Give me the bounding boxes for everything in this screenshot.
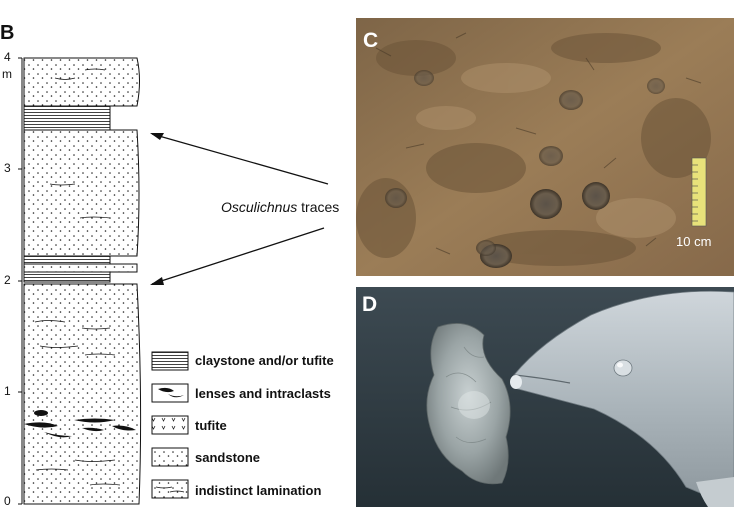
legend-swatch-claystone [151,351,189,371]
tick-label-2: 2 [4,273,11,287]
panel-label-c: C [363,29,379,52]
tick-label-1: 1 [4,384,11,398]
scale-bar [691,157,707,227]
claystone-bed-upper [23,105,111,131]
legend-label-lamination: indistinct lamination [195,483,322,498]
traces-annotation: Osculichnus traces [221,199,339,215]
stratigraphic-column [18,57,329,505]
sandstone-bed-middle [23,129,140,257]
panel-label-d: D [362,293,378,316]
arrow-to-upper-bed [151,133,329,185]
legend-label-sandstone: sandstone [195,450,261,465]
legend-label-tufite: tufite [195,418,227,433]
lamination-marks [34,320,121,486]
panel-label-b: B [0,22,15,44]
sandstone-bed-thin [23,263,138,273]
photo-panel-c: C 10 cm [356,18,734,276]
lamination-marks [49,183,111,219]
axis-unit: m [2,67,12,81]
arrow-to-lower-bed [151,227,325,285]
legend-label-claystone: claystone and/or tufite [195,353,334,368]
traces-annotation-italic: Osculichnus [221,199,298,215]
rostrum-render [356,287,734,507]
claystone-bed-thin-2 [23,271,111,283]
tick-label-4: 4 [4,50,11,64]
lenses-intraclasts [24,410,136,438]
eye-icon [613,359,633,377]
claystone-bed-thin-1 [23,255,111,265]
sandstone-bed-top [23,57,140,107]
sediment-surface-photo [356,18,734,276]
trace-hollows [385,70,665,268]
rostrum-tip [510,375,522,389]
tick-label-0: 0 [4,494,11,508]
legend-swatch-sandstone [151,447,189,467]
legend-swatch-lamination [151,479,189,499]
scale-label: 10 cm [676,234,712,249]
sandstone-bed-lower [23,283,142,505]
render-panel-d: D [356,287,734,507]
tick-label-3: 3 [4,161,11,175]
lamination-marks [54,68,106,80]
traces-annotation-text: traces [297,199,340,215]
legend-swatch-tufite [151,415,189,435]
legend-label-lenses: lenses and intraclasts [195,386,331,401]
legend-swatch-lenses [151,383,189,403]
